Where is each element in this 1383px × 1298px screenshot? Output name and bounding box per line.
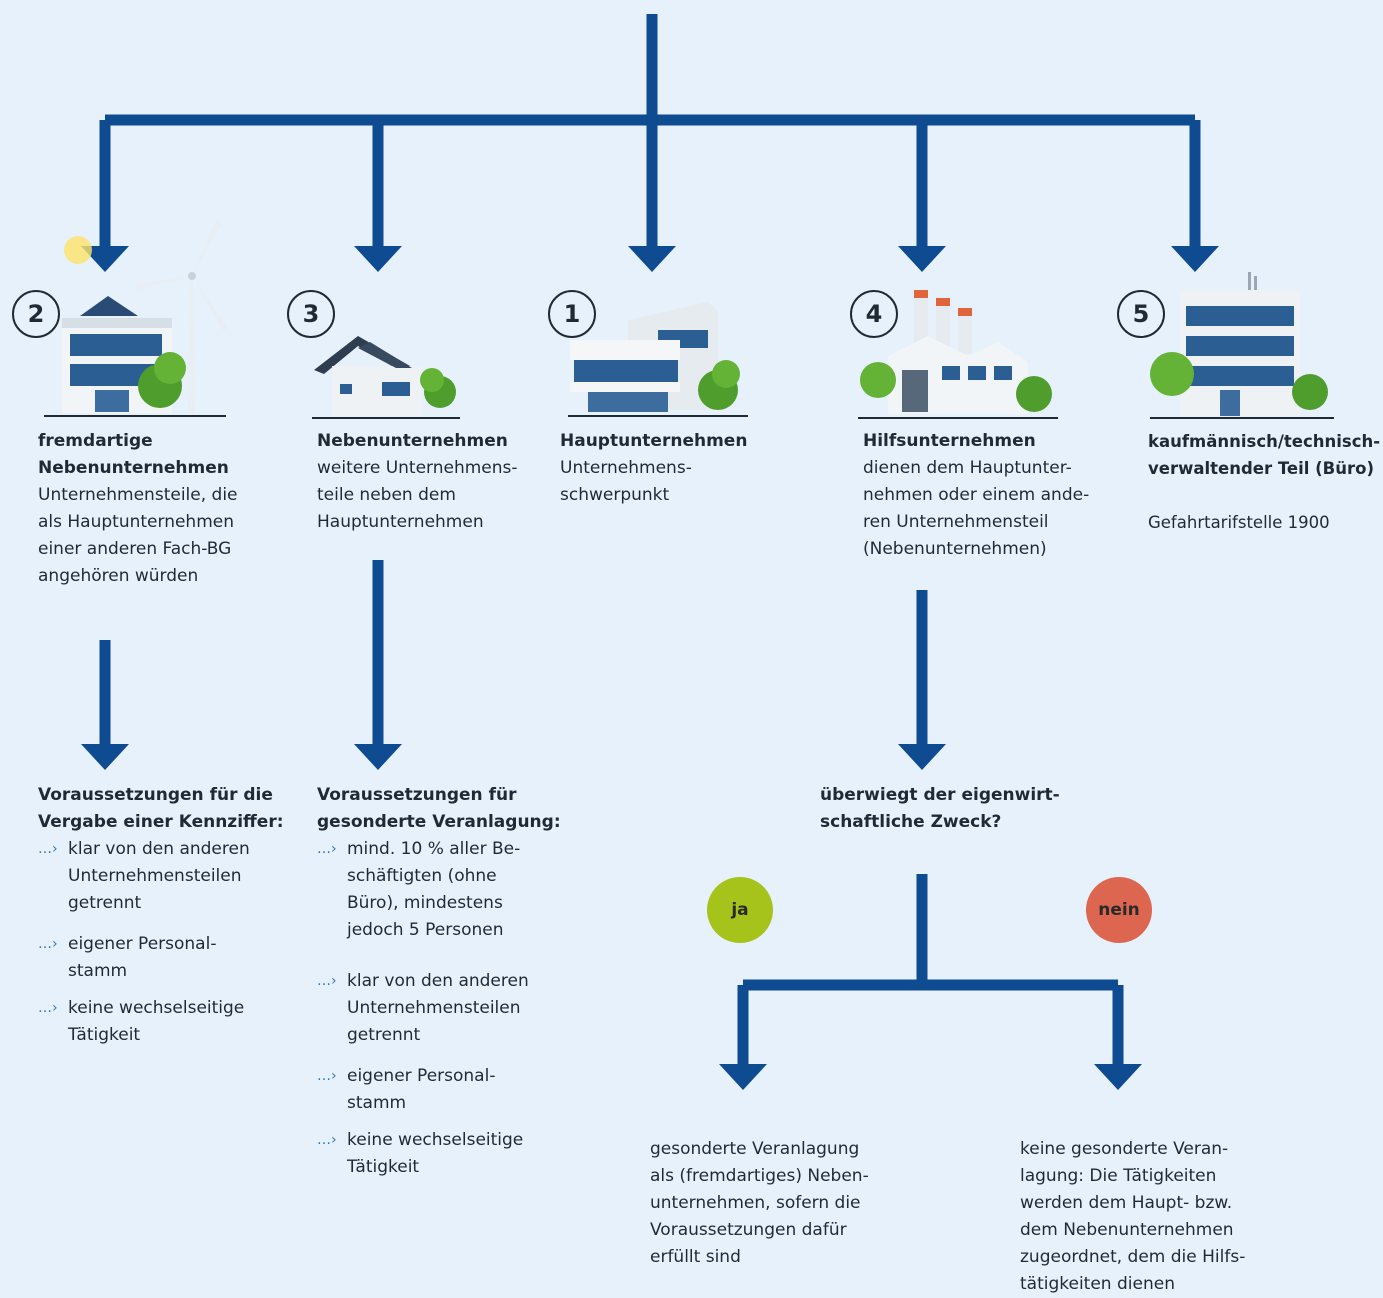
factory-icon <box>858 290 1058 419</box>
unit-title-4: Hilfsunternehmen <box>863 431 1036 451</box>
dotted-arrow-icon: …› <box>38 841 58 857</box>
condition-text: keine wechselseitige Tätigkeit <box>347 1130 524 1177</box>
unit-text-4: Hilfsunternehmen dienen dem Hauptunter- … <box>863 428 1123 563</box>
conditions-veranlagung-heading: Voraussetzungen für gesonderte Veranlagu… <box>317 785 561 832</box>
unit-desc-5: Gefahrtarifstelle 1900 <box>1148 513 1330 532</box>
dotted-arrow-icon: …› <box>317 973 337 989</box>
arrowhead-unit-4 <box>898 246 946 272</box>
arrowhead-ja <box>719 1064 767 1090</box>
unit-number-2: 2 <box>12 290 60 338</box>
unit-desc-1: Unternehmens- schwerpunkt <box>560 458 692 505</box>
unit-title-3: Nebenunternehmen <box>317 431 508 451</box>
unit-desc-4: dienen dem Hauptunter- nehmen oder einem… <box>863 458 1090 559</box>
unit-text-1: Hauptunternehmen Unternehmens- schwerpun… <box>560 428 800 509</box>
condition-text: klar von den anderen Unternehmensteilen … <box>347 971 529 1045</box>
condition-text: keine wechselseitige Tätigkeit <box>68 998 245 1045</box>
office-tower-icon <box>1150 272 1334 419</box>
yes-badge: ja <box>707 877 773 943</box>
list-item: …› eigener Personal- stamm <box>317 1063 567 1117</box>
condition-text: klar von den anderen Unternehmensteilen … <box>68 839 250 913</box>
arrowhead-unit-5 <box>1171 246 1219 272</box>
list-item: …› mind. 10 % aller Be- schäftigten (ohne… <box>317 836 567 944</box>
office-building-icon <box>568 302 748 417</box>
unit-text-3: Nebenunternehmen weitere Unternehmens- t… <box>317 428 557 536</box>
condition-text: eigener Personal- stamm <box>347 1066 496 1113</box>
question-heading: überwiegt der eigenwirt- schaftliche Zwe… <box>820 785 1060 832</box>
dotted-arrow-icon: …› <box>38 1000 58 1016</box>
unit-number-4: 4 <box>850 290 898 338</box>
list-item: …› keine wechselseitige Tätigkeit <box>317 1127 567 1181</box>
condition-text: eigener Personal- stamm <box>68 934 217 981</box>
conditions-veranlagung: Voraussetzungen für gesonderte Veranlagu… <box>317 782 567 1181</box>
unit-desc-2: Unternehmensteile, die als Hauptunterneh… <box>38 485 238 586</box>
dotted-arrow-icon: …› <box>317 1132 337 1148</box>
unit-number-1: 1 <box>548 290 596 338</box>
list-item: …› klar von den anderen Unternehmensteile… <box>317 968 567 1049</box>
unit-title-2: fremdartige Nebenunternehmen <box>38 431 229 478</box>
arrowhead-nein <box>1094 1064 1142 1090</box>
unit-number-3: 3 <box>287 290 335 338</box>
arrowhead-unit-3 <box>354 246 402 272</box>
list-item: …› klar von den anderen Unternehmensteile… <box>38 836 288 917</box>
arrowhead-unit-1 <box>628 246 676 272</box>
unit-title-1: Hauptunternehmen <box>560 431 748 451</box>
dotted-arrow-icon: …› <box>38 936 58 952</box>
list-item: …› keine wechselseitige Tätigkeit <box>38 995 288 1049</box>
arrowhead-question <box>898 744 946 770</box>
conditions-kennziffer-heading: Voraussetzungen für die Vergabe einer Ke… <box>38 785 284 832</box>
unit-text-2: fremdartige Nebenunternehmen Unternehmen… <box>38 428 278 590</box>
unit-text-5: kaufmännisch/technisch- verwaltender Tei… <box>1148 428 1380 536</box>
dotted-arrow-icon: …› <box>317 841 337 857</box>
dotted-arrow-icon: …› <box>317 1068 337 1084</box>
house-icon <box>312 336 460 419</box>
question-text: überwiegt der eigenwirt- schaftliche Zwe… <box>820 782 1080 836</box>
unit-number-5: 5 <box>1117 290 1165 338</box>
result-no: keine gesonderte Veran- lagung: Die Täti… <box>1020 1139 1246 1294</box>
arrowhead-unit-2 <box>81 246 129 272</box>
unit-desc-3: weitere Unternehmens- teile neben dem Ha… <box>317 458 518 532</box>
condition-text: mind. 10 % aller Be- schäftigten (ohne B… <box>347 839 521 940</box>
list-item: …› eigener Personal- stamm <box>38 931 288 985</box>
arrowhead-conditions-veranlagung <box>354 744 402 770</box>
conditions-kennziffer: Voraussetzungen für die Vergabe einer Ke… <box>38 782 288 1049</box>
arrowhead-conditions-kennziffer <box>81 744 129 770</box>
no-badge: nein <box>1086 877 1152 943</box>
result-yes: gesonderte Veranlagung als (fremdartiges… <box>650 1139 869 1267</box>
unit-title-5: kaufmännisch/technisch- verwaltender Tei… <box>1148 432 1381 478</box>
wind-turbine-building-icon <box>44 220 228 417</box>
